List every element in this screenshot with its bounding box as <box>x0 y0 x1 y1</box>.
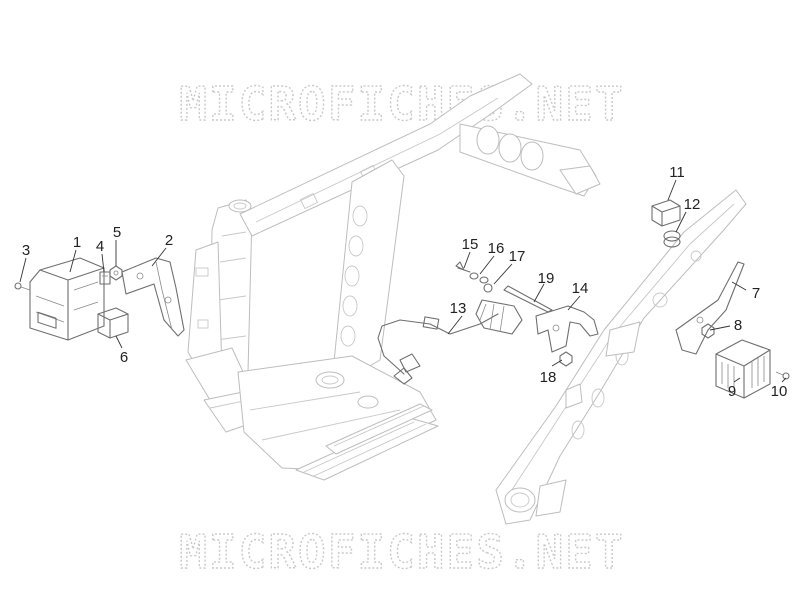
callout-10: 10 <box>771 383 788 400</box>
callout-5: 5 <box>113 224 121 241</box>
part-clip-4 <box>99 271 111 285</box>
callout-14: 14 <box>572 280 589 297</box>
part-screw-3 <box>14 282 31 291</box>
part-relay <box>97 307 129 339</box>
callout-8: 8 <box>734 317 742 334</box>
part-voltage-regulator <box>715 339 771 399</box>
callout-13: 13 <box>450 300 467 317</box>
callout-19: 19 <box>538 270 555 287</box>
part-grommet-12 <box>663 230 681 248</box>
callout-3: 3 <box>22 242 30 259</box>
part-bracket <box>121 257 185 337</box>
callout-7: 7 <box>752 285 760 302</box>
callout-17: 17 <box>509 248 526 265</box>
callout-2: 2 <box>165 232 173 249</box>
callout-9: 9 <box>728 383 736 400</box>
callout-12: 12 <box>684 196 701 213</box>
callout-labels: 1 2 3 4 5 6 7 8 9 10 11 12 13 14 15 16 1… <box>22 164 788 400</box>
part-bolt-15 <box>455 261 489 284</box>
part-ht-cable <box>377 313 499 385</box>
callout-16: 16 <box>488 240 505 257</box>
part-bracket-7 <box>675 261 745 355</box>
callout-11: 11 <box>669 164 685 181</box>
leader-lines <box>19 179 787 383</box>
part-screw-10 <box>775 371 790 380</box>
part-nut-5 <box>109 265 123 281</box>
callout-4: 4 <box>96 238 104 255</box>
part-bracket-14 <box>535 305 599 353</box>
rear-frame-member <box>495 189 747 525</box>
part-ignition-coil <box>475 283 523 335</box>
watermark-bottom: MICROFICHES.NET <box>179 525 624 579</box>
part-nut-8 <box>701 323 715 339</box>
watermark-top: MICROFICHES.NET <box>179 77 624 131</box>
part-nut-18 <box>559 351 573 367</box>
callout-6: 6 <box>120 349 128 366</box>
part-ecu-box <box>29 257 105 341</box>
part-screw-19 <box>503 285 553 313</box>
callout-15: 15 <box>462 236 479 253</box>
callout-18: 18 <box>540 369 557 386</box>
part-cap-11 <box>651 199 681 227</box>
callout-1: 1 <box>73 234 81 251</box>
scooter-frame <box>185 73 601 481</box>
